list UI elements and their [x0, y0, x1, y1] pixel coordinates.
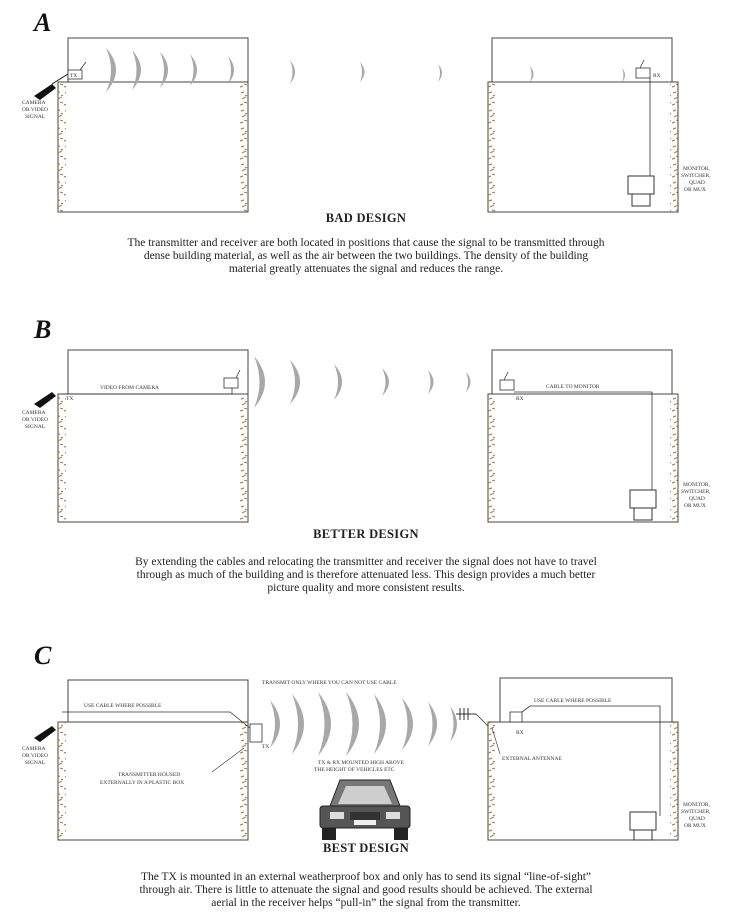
panel-a-caption: The transmitter and receiver are both lo… — [127, 237, 604, 275]
transmitter-box — [67, 69, 83, 80]
right-building — [487, 677, 679, 841]
panel-a: A CAMERA OR VIDEO SIGNAL TX — [22, 8, 711, 275]
svg-text:MONITOR,: MONITOR, — [683, 482, 711, 488]
camera-icon — [34, 726, 56, 742]
panel-b-heading: BETTER DESIGN — [313, 527, 419, 541]
panel-b-letter: B — [33, 315, 51, 344]
transmit-note: TRANSMIT ONLY WHERE YOU CAN NOT USE CABL… — [262, 680, 397, 686]
signal-waves — [270, 692, 457, 756]
svg-text:OR VIDEO: OR VIDEO — [22, 417, 48, 423]
camera-label: CAMERA OR VIDEO SIGNAL — [22, 100, 48, 120]
svg-text:SIGNAL: SIGNAL — [25, 424, 46, 430]
signal-waves — [254, 356, 471, 408]
tx-label: TX — [262, 744, 269, 750]
left-building — [57, 349, 249, 523]
rx-label: RX — [653, 73, 661, 79]
svg-text:MONITOR,: MONITOR, — [683, 166, 711, 172]
camera-label: CAMERA OR VIDEO SIGNAL — [22, 410, 48, 430]
svg-text:By extending the cables and re: By extending the cables and relocating t… — [135, 556, 597, 568]
svg-text:OR VIDEO: OR VIDEO — [22, 107, 48, 113]
panel-b: B CAMERA OR VIDEO SIGNAL TX VIDEO FROM C… — [22, 315, 711, 594]
panel-a-letter: A — [32, 8, 51, 37]
tx-label: TX — [70, 73, 77, 79]
tx-box-note: TRANSMITTER HOUSED EXTERNALLY IN A PLAST… — [100, 772, 184, 786]
monitor-label: MONITOR, SWITCHER, QUAD OR MUX — [681, 802, 711, 829]
svg-text:The TX is mounted in an extern: The TX is mounted in an external weather… — [141, 871, 591, 883]
tx-label: TX — [66, 396, 73, 402]
antenna-icon — [235, 369, 241, 379]
svg-text:OR MUX: OR MUX — [684, 503, 706, 509]
camera-icon — [34, 84, 56, 100]
left-building — [57, 679, 249, 841]
svg-text:SWITCHER,: SWITCHER, — [681, 809, 711, 815]
monitor-icon — [627, 175, 655, 207]
svg-text:through as much of the buildin: through as much of the building and is t… — [137, 569, 596, 581]
right-cable-label: USE CABLE WHERE POSSIBLE — [534, 698, 612, 704]
rx-label: RX — [516, 730, 524, 736]
receiver-box — [635, 67, 651, 79]
svg-text:SIGNAL: SIGNAL — [25, 114, 46, 120]
panel-c-heading: BEST DESIGN — [323, 841, 409, 855]
svg-text:QUAD: QUAD — [689, 496, 705, 502]
car-icon — [319, 779, 411, 840]
height-note: TX & RX MOUNTED HIGH ABOVE THE HEIGHT OF… — [314, 760, 405, 773]
monitor-icon — [629, 811, 657, 841]
svg-text:OR VIDEO: OR VIDEO — [22, 753, 48, 759]
svg-text:CAMERA: CAMERA — [22, 746, 46, 752]
svg-text:picture quality and more consi: picture quality and more consistent resu… — [267, 582, 464, 594]
camera-label: CAMERA OR VIDEO SIGNAL — [22, 746, 48, 766]
panel-c: C CAMERA OR VIDEO SIGNAL USE CABLE WHERE… — [22, 641, 711, 909]
transmitter-box — [223, 377, 239, 389]
left-building — [57, 37, 249, 213]
svg-text:through air. There is little t: through air. There is little to attenuat… — [139, 884, 592, 896]
svg-text:OR MUX: OR MUX — [684, 187, 706, 193]
svg-text:material greatly attenuates th: material greatly attenuates the signal a… — [229, 263, 503, 275]
camera-icon — [34, 392, 56, 408]
svg-text:QUAD: QUAD — [689, 816, 705, 822]
svg-text:TRANSMITTER HOUSED: TRANSMITTER HOUSED — [118, 772, 180, 778]
svg-text:SWITCHER,: SWITCHER, — [681, 489, 711, 495]
monitor-label: MONITOR, SWITCHER, QUAD OR MUX — [681, 166, 711, 193]
monitor-icon — [629, 489, 657, 521]
svg-text:SIGNAL: SIGNAL — [25, 760, 46, 766]
svg-text:THE HEIGHT OF VEHICLES ETC: THE HEIGHT OF VEHICLES ETC — [314, 767, 395, 773]
monitor-cable-label: CABLE TO MONITOR — [546, 384, 600, 390]
svg-text:TX & RX MOUNTED HIGH ABOVE: TX & RX MOUNTED HIGH ABOVE — [318, 760, 405, 766]
svg-text:EXTERNALLY IN A PLASTIC BOX: EXTERNALLY IN A PLASTIC BOX — [100, 780, 184, 786]
antenna-icon — [639, 59, 645, 69]
svg-text:CAMERA: CAMERA — [22, 410, 46, 416]
svg-text:dense building material, as we: dense building material, as well as the … — [144, 250, 589, 262]
panel-c-letter: C — [34, 641, 52, 670]
svg-text:QUAD: QUAD — [689, 180, 705, 186]
external-antenna-icon — [456, 708, 489, 727]
transmitter-box — [249, 723, 263, 743]
panel-b-caption: By extending the cables and relocating t… — [135, 556, 597, 594]
svg-text:MONITOR,: MONITOR, — [683, 802, 711, 808]
rx-label: RX — [516, 396, 524, 402]
panel-a-heading: BAD DESIGN — [326, 211, 406, 225]
antenna-icon — [503, 371, 509, 381]
svg-text:SWITCHER,: SWITCHER, — [681, 173, 711, 179]
receiver-box — [499, 379, 515, 391]
video-cable-label: VIDEO FROM CAMERA — [100, 385, 159, 391]
svg-text:OR MUX: OR MUX — [684, 823, 706, 829]
receiver-box — [509, 711, 523, 723]
monitor-label: MONITOR, SWITCHER, QUAD OR MUX — [681, 482, 711, 509]
antenna-icon — [79, 61, 87, 71]
panel-c-caption: The TX is mounted in an external weather… — [139, 871, 592, 909]
svg-text:The transmitter and receiver a: The transmitter and receiver are both lo… — [127, 237, 604, 249]
svg-text:CAMERA: CAMERA — [22, 100, 46, 106]
signal-waves — [106, 48, 625, 92]
left-cable-label: USE CABLE WHERE POSSIBLE — [84, 703, 162, 709]
antenna-label: EXTERNAL ANTENNAE — [502, 756, 562, 762]
svg-text:aerial in the receiver helps “: aerial in the receiver helps “pull-in” t… — [211, 897, 521, 909]
